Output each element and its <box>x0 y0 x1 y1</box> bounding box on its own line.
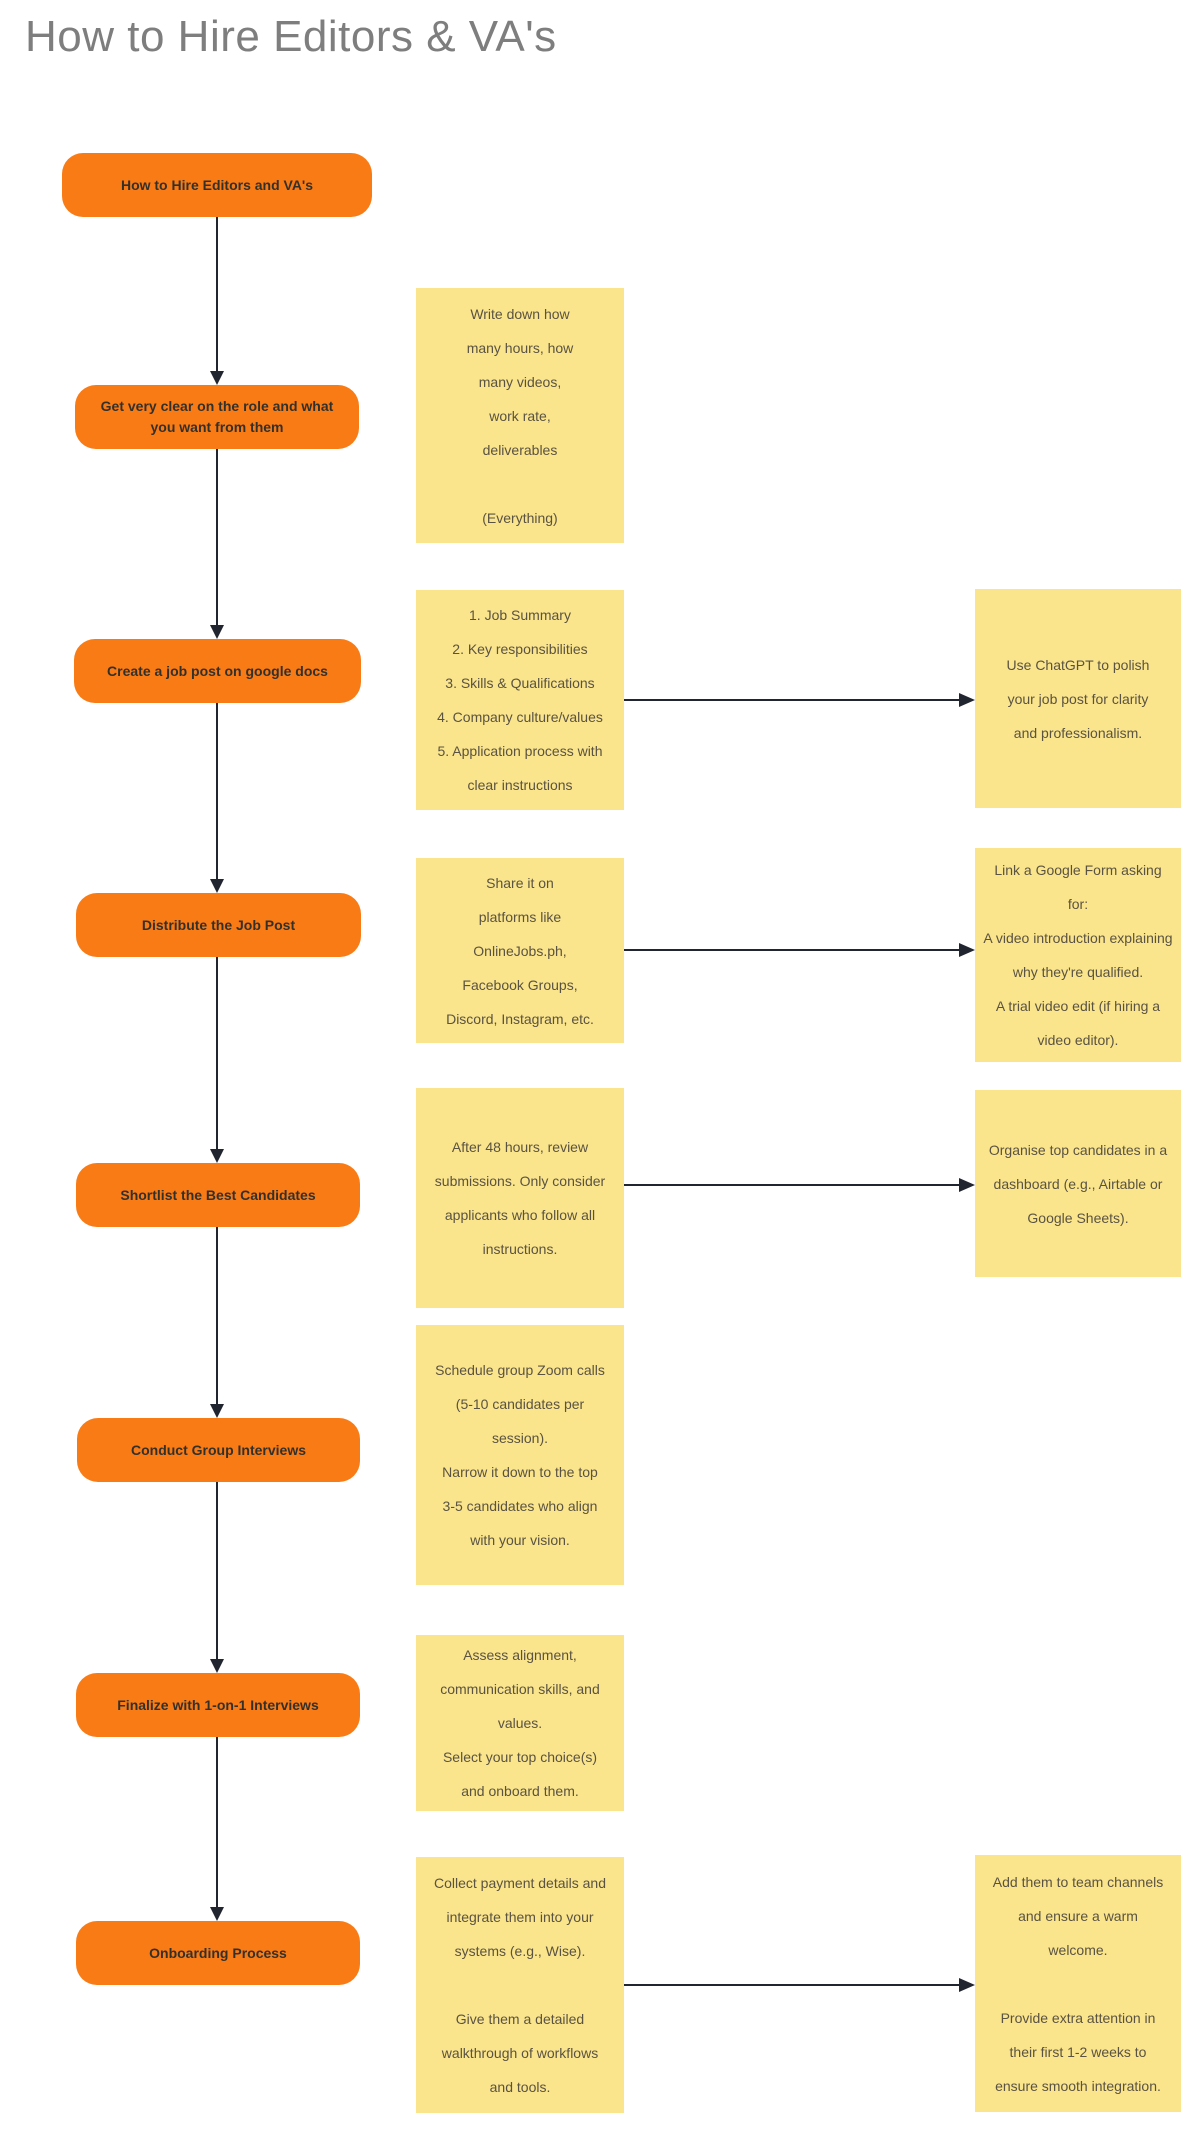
arrow-head <box>210 1404 224 1418</box>
arrow-line <box>216 1482 218 1659</box>
arrow-head <box>959 693 975 707</box>
note-share-platforms[interactable]: Share it on platforms like OnlineJobs.ph… <box>416 858 624 1043</box>
arrow-line <box>624 1984 959 1986</box>
note-zoom-calls[interactable]: Schedule group Zoom calls (5-10 candidat… <box>416 1325 624 1585</box>
arrow-head <box>210 1659 224 1673</box>
arrow-line <box>216 217 218 371</box>
flow-node-clarify-role[interactable]: Get very clear on the role and what you … <box>75 385 359 449</box>
note-assess-alignment[interactable]: Assess alignment, communication skills, … <box>416 1635 624 1811</box>
arrow-line <box>216 1227 218 1404</box>
flow-node-group-interviews[interactable]: Conduct Group Interviews <box>77 1418 360 1482</box>
arrow-line <box>216 957 218 1149</box>
flow-node-start[interactable]: How to Hire Editors and VA's <box>62 153 372 217</box>
note-team-channels[interactable]: Add them to team channels and ensure a w… <box>975 1855 1181 2112</box>
note-payment-walkthrough[interactable]: Collect payment details and integrate th… <box>416 1857 624 2113</box>
arrow-line <box>216 703 218 879</box>
flow-node-create-job-post[interactable]: Create a job post on google docs <box>74 639 361 703</box>
arrow-line <box>216 1737 218 1907</box>
note-role-details[interactable]: Write down how many hours, how many vide… <box>416 288 624 543</box>
flow-node-onboarding[interactable]: Onboarding Process <box>76 1921 360 1985</box>
arrow-head <box>210 1149 224 1163</box>
arrow-line <box>624 1184 959 1186</box>
flow-node-shortlist-candidates[interactable]: Shortlist the Best Candidates <box>76 1163 360 1227</box>
arrow-line <box>216 449 218 625</box>
note-organise-dashboard[interactable]: Organise top candidates in a dashboard (… <box>975 1090 1181 1277</box>
flow-node-distribute-job-post[interactable]: Distribute the Job Post <box>76 893 361 957</box>
arrow-head <box>210 879 224 893</box>
note-google-form[interactable]: Link a Google Form asking for: A video i… <box>975 848 1181 1062</box>
arrow-head <box>210 371 224 385</box>
arrow-head <box>210 625 224 639</box>
note-review-submissions[interactable]: After 48 hours, review submissions. Only… <box>416 1088 624 1308</box>
arrow-head <box>959 943 975 957</box>
arrow-head <box>959 1978 975 1992</box>
arrow-head <box>959 1178 975 1192</box>
flow-node-final-interviews[interactable]: Finalize with 1-on-1 Interviews <box>76 1673 360 1737</box>
arrow-line <box>624 699 959 701</box>
note-chatgpt-polish[interactable]: Use ChatGPT to polish your job post for … <box>975 589 1181 808</box>
page-title: How to Hire Editors & VA's <box>25 12 557 61</box>
arrow-head <box>210 1907 224 1921</box>
arrow-line <box>624 949 959 951</box>
note-job-post-outline[interactable]: 1. Job Summary 2. Key responsibilities 3… <box>416 590 624 810</box>
